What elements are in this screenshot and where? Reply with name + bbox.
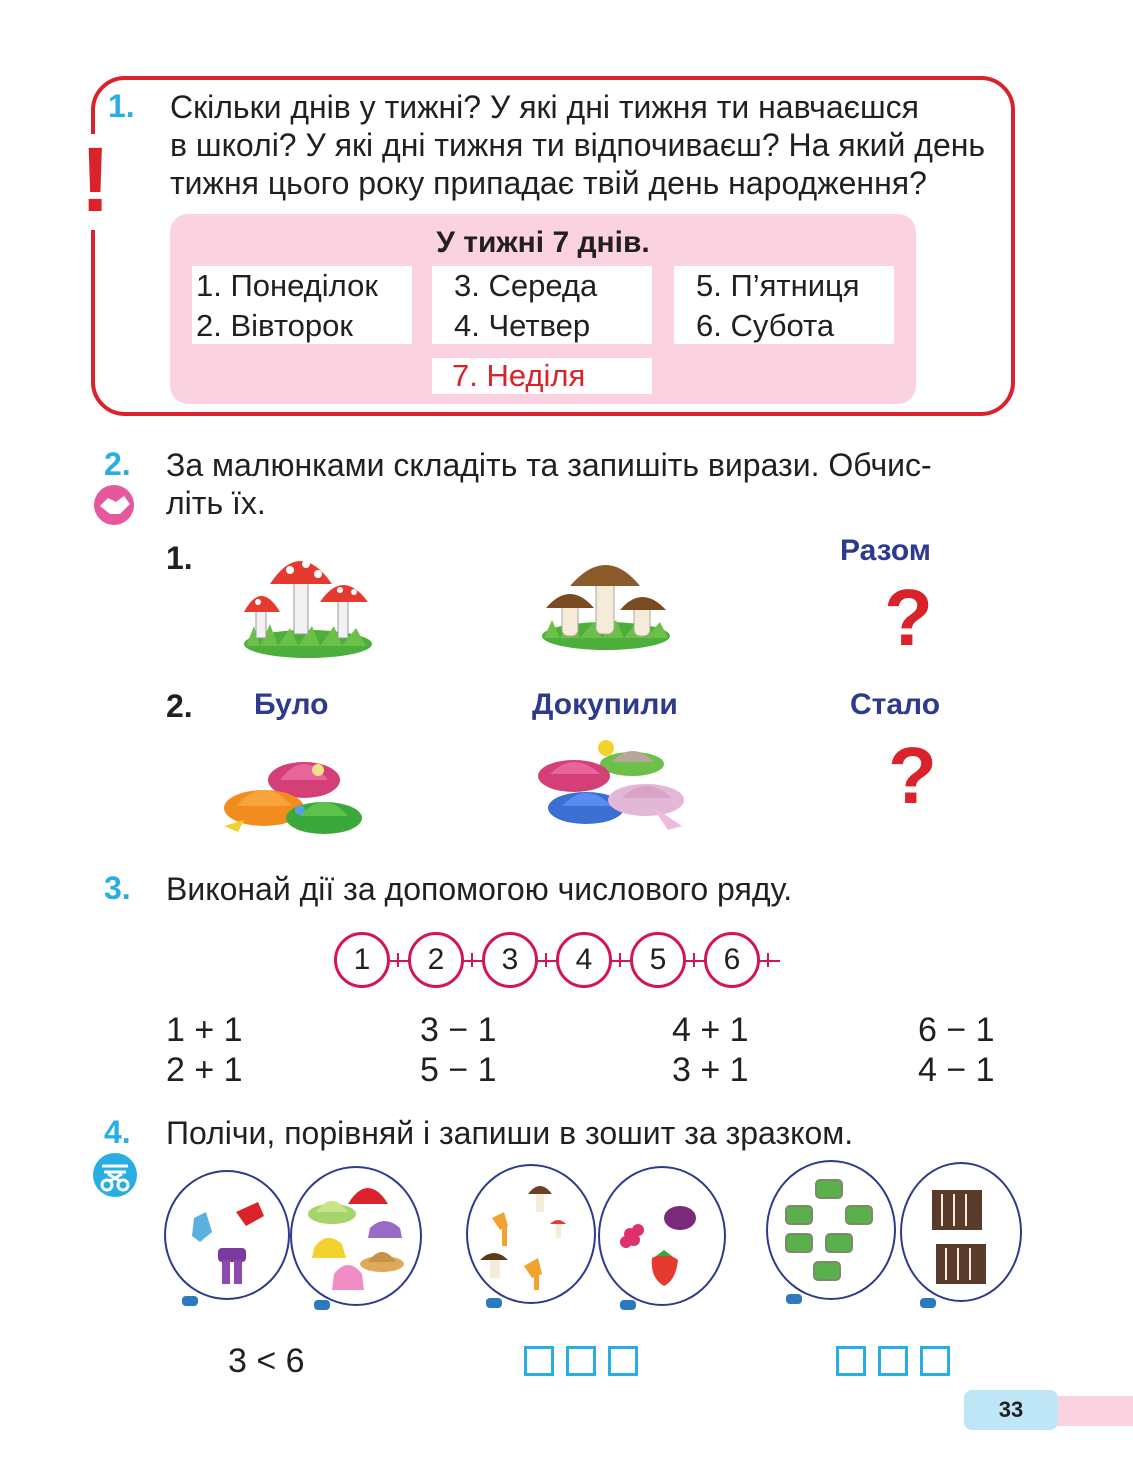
expression-column-3: 4 + 1 3 + 1 — [672, 1010, 749, 1090]
expression-column-4: 6 − 1 4 − 1 — [918, 1010, 995, 1090]
expression: 1 + 1 — [166, 1011, 243, 1049]
task1-line: тижня цього року припадає твій день наро… — [170, 165, 927, 201]
number-circle: 1 — [334, 932, 390, 988]
row1-together-label: Разом — [840, 534, 931, 567]
expression: 3 + 1 — [672, 1051, 749, 1089]
expression-column-2: 3 − 1 5 − 1 — [420, 1010, 497, 1090]
row2-was-label: Було — [254, 688, 329, 721]
row2-question-mark: ? — [888, 731, 937, 820]
task4-instruction: Полічи, порівняй і запиши в зошит за зра… — [166, 1115, 854, 1151]
task1-question: Скільки днів у тижні? У які дні тижня ти… — [170, 88, 1010, 202]
expression: 5 − 1 — [420, 1051, 497, 1089]
expression: 3 − 1 — [420, 1011, 497, 1049]
task2-line: За малюнками складіть та запишіть вирази… — [166, 447, 932, 483]
row2-number: 2. — [166, 688, 193, 724]
fly-agaric-mushrooms-illustration — [240, 546, 375, 658]
answer-box[interactable] — [608, 1346, 638, 1376]
answer-box[interactable] — [878, 1346, 908, 1376]
balloon-cans — [766, 1160, 896, 1300]
answer-box[interactable] — [524, 1346, 554, 1376]
row1-number: 1. — [166, 540, 193, 576]
day-saturday: 6. Субота — [696, 308, 835, 343]
number-line: 1 2 3 4 5 6 — [334, 930, 794, 992]
row1-question-mark: ? — [884, 573, 933, 662]
day-monday: 1. Понеділок — [196, 268, 378, 303]
task1-line: в школі? У які дні тижня ти відпочиваєш?… — [170, 127, 986, 163]
number-circle: 3 — [482, 932, 538, 988]
answer-boxes-2[interactable] — [524, 1346, 650, 1376]
days-cell-2: 3. Середа 4. Четвер — [432, 266, 652, 344]
comparison-example: 3 < 6 — [228, 1342, 305, 1380]
balloon-accordions — [900, 1162, 1022, 1302]
day-thursday: 4. Четвер — [454, 308, 591, 343]
porcini-mushrooms-illustration — [540, 550, 672, 650]
day-tuesday: 2. Вівторок — [196, 308, 353, 343]
task4-number: 4. — [104, 1114, 131, 1150]
page-number: 33 — [964, 1390, 1058, 1430]
days-box-title: У тижні 7 днів. — [436, 226, 650, 259]
task2-number: 2. — [104, 446, 131, 482]
task3-number: 3. — [104, 870, 131, 906]
answer-box[interactable] — [836, 1346, 866, 1376]
day-wednesday: 3. Середа — [454, 268, 598, 303]
answer-box[interactable] — [566, 1346, 596, 1376]
scissors-icon — [92, 1152, 138, 1198]
number-circle: 2 — [408, 932, 464, 988]
balloon-mushrooms — [466, 1164, 596, 1304]
number-circle: 4 — [556, 932, 612, 988]
task1-line: Скільки днів у тижні? У які дні тижня ти… — [170, 89, 919, 125]
row2-became-label: Стало — [850, 688, 941, 721]
balloon-clothes — [164, 1170, 290, 1300]
task2-instruction: За малюнками складіть та запишіть вирази… — [166, 446, 1026, 522]
balloon-hats — [290, 1166, 422, 1306]
pair-work-icon — [90, 484, 138, 526]
task3-instruction: Виконай дії за допомогою числового ряду. — [166, 871, 793, 907]
day-sunday: 7. Неділя — [452, 358, 586, 393]
hats-group-1-illustration — [214, 740, 364, 840]
row2-bought-label: Докупили — [532, 688, 678, 721]
number-circle: 6 — [704, 932, 760, 988]
hats-group-2-illustration — [522, 736, 690, 836]
expression: 4 + 1 — [672, 1011, 749, 1049]
answer-boxes-3[interactable] — [836, 1346, 962, 1376]
balloon-fruits — [598, 1166, 726, 1306]
day-friday: 5. П’ятниця — [696, 268, 860, 303]
number-circle: 5 — [630, 932, 686, 988]
task2-line: літь їх. — [166, 485, 266, 521]
task1-number: 1. — [108, 88, 135, 124]
task1-frame — [91, 76, 1015, 416]
exclamation-icon: ! — [80, 129, 111, 231]
answer-box[interactable] — [920, 1346, 950, 1376]
expression: 2 + 1 — [166, 1051, 243, 1089]
expression-column-1: 1 + 1 2 + 1 — [166, 1010, 243, 1090]
days-cell-sunday: 7. Неділя — [432, 358, 652, 394]
expression: 4 − 1 — [918, 1051, 995, 1089]
days-cell-1: 1. Понеділок 2. Вівторок — [192, 266, 412, 344]
expression: 6 − 1 — [918, 1011, 995, 1049]
days-cell-3: 5. П’ятниця 6. Субота — [674, 266, 894, 344]
days-of-week-box: У тижні 7 днів. 1. Понеділок 2. Вівторок… — [170, 214, 916, 404]
